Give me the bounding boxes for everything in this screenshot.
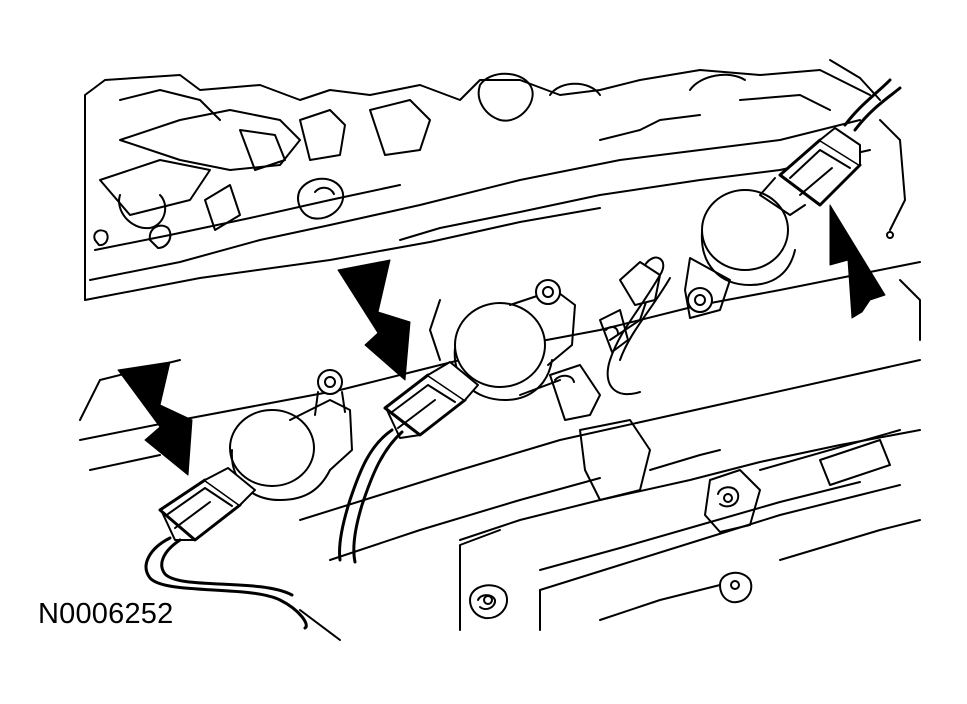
arrow-connector-right <box>830 205 885 318</box>
middle-vct-solenoid <box>455 280 575 400</box>
right-connector <box>760 128 860 215</box>
figure-reference-number: N0006252 <box>38 598 174 630</box>
left-connector <box>160 468 255 540</box>
left-vct-solenoid <box>230 370 352 500</box>
upper-engine-linework <box>85 60 905 300</box>
bolt-details <box>484 232 893 604</box>
wiring-harness <box>146 80 900 628</box>
middle-connector <box>385 362 478 438</box>
right-vct-solenoid <box>685 190 795 318</box>
arrow-connector-middle <box>338 260 410 380</box>
center-sensor <box>600 258 670 395</box>
arrow-connector-left <box>118 362 192 475</box>
